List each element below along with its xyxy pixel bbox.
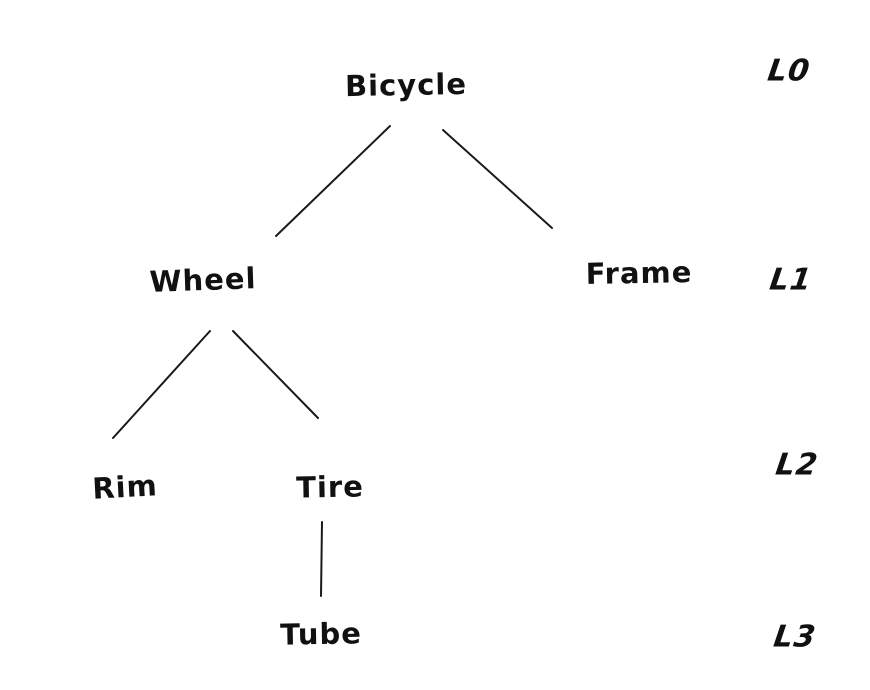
level-label-l1: L1	[767, 262, 815, 298]
edge-bicycle-to-frame	[442, 129, 553, 229]
edge-wheel-to-rim	[112, 330, 211, 439]
edge-wheel-to-tire	[232, 330, 319, 419]
level-label-l2: L2	[773, 447, 821, 483]
level-label-l3: L3	[771, 619, 819, 655]
tree-node-wheel: Wheel	[148, 261, 258, 299]
edge-tire-to-tube	[320, 521, 323, 597]
edge-bicycle-to-wheel	[275, 125, 391, 237]
tree-node-tube: Tube	[279, 616, 363, 652]
tree-node-tire: Tire	[295, 469, 365, 505]
tree-node-frame: Frame	[585, 255, 693, 291]
tree-node-rim: Rim	[91, 468, 159, 506]
tree-node-bicycle: Bicycle	[344, 66, 468, 104]
level-label-l0: L0	[765, 53, 813, 89]
